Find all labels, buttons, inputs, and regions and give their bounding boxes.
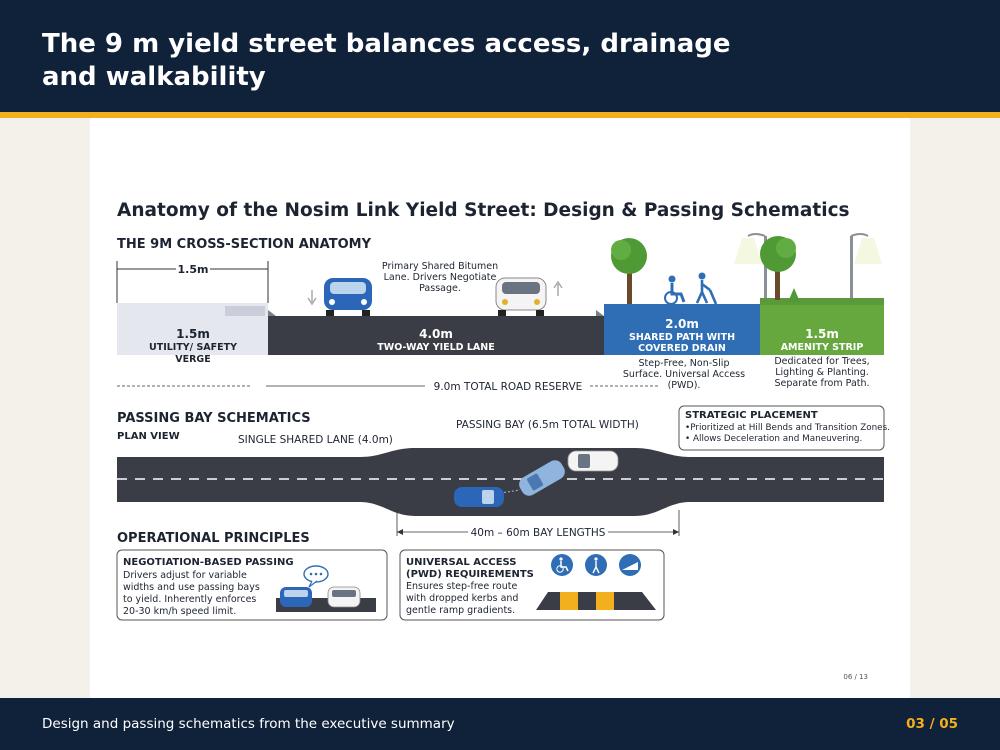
plan-view-label: PLAN VIEW [117,431,180,442]
svg-text:Step-Free, Non-Slip: Step-Free, Non-Slip [639,358,730,369]
svg-text:COVERED DRAIN: COVERED DRAIN [638,343,726,354]
streetlight-icon [734,233,767,298]
svg-text:(PWD).: (PWD). [668,380,701,391]
svg-text:1.5m: 1.5m [178,263,209,276]
svg-text:AMENITY STRIP: AMENITY STRIP [781,342,864,353]
road-plan [117,448,884,516]
lane-width-label: SINGLE SHARED LANE (4.0m) [238,434,393,446]
svg-text:gentle ramp gradients.: gentle ramp gradients. [406,605,515,616]
svg-text:STRATEGIC PLACEMENT: STRATEGIC PLACEMENT [685,410,818,421]
strategic-placement-box: STRATEGIC PLACEMENT •Prioritized at Hill… [678,405,890,451]
schematic-figure: Anatomy of the Nosim Link Yield Street: … [116,200,890,681]
bay-length-dimension: 40m – 60m BAY LENGTHS [396,510,680,539]
svg-text:4.0m: 4.0m [419,327,453,341]
amenity-strip-segment [760,304,884,355]
svg-text:40m – 60m BAY LENGTHS: 40m – 60m BAY LENGTHS [471,527,606,539]
shared-path-segment [604,304,760,355]
svg-text:Separate from Path.: Separate from Path. [774,378,869,389]
car-icon [495,277,547,316]
car-icon [567,450,619,472]
page-number: 03 / 05 [906,716,958,732]
svg-text:Dedicated for Trees,: Dedicated for Trees, [774,356,869,367]
bay-width-label: PASSING BAY (6.5m TOTAL WIDTH) [456,419,639,431]
svg-text:•Prioritized at Hill Bends and: •Prioritized at Hill Bends and Transitio… [685,423,890,433]
svg-text:NEGOTIATION-BASED PASSING: NEGOTIATION-BASED PASSING [123,557,294,568]
cross-section-heading: THE 9M CROSS-SECTION ANATOMY [117,237,372,252]
svg-text:TWO-WAY YIELD LANE: TWO-WAY YIELD LANE [377,342,494,353]
figure-page-mark: 06 / 13 [843,673,868,681]
streetlight-icon [850,233,882,298]
kerb-block [225,306,265,316]
svg-text:with dropped kerbs and: with dropped kerbs and [406,593,518,604]
svg-text:9.0m TOTAL ROAD RESERVE: 9.0m TOTAL ROAD RESERVE [434,381,583,393]
svg-text:Drivers adjust for variable: Drivers adjust for variable [123,570,247,581]
car-icon [519,460,565,496]
svg-text:20-30 km/h speed limit.: 20-30 km/h speed limit. [123,606,236,617]
svg-text:Passage.: Passage. [419,283,461,294]
svg-text:widths and use passing bays: widths and use passing bays [123,582,260,593]
tree-icon [611,238,647,304]
passing-heading: PASSING BAY SCHEMATICS [117,411,311,426]
amenity-note: Dedicated for Trees, Lighting & Planting… [774,356,869,389]
svg-text:Ensures step-free route: Ensures step-free route [406,581,517,592]
verge-dimension: 1.5m [116,261,269,303]
svg-text:1.5m: 1.5m [176,327,210,341]
svg-text:(PWD) REQUIREMENTS: (PWD) REQUIREMENTS [406,569,534,580]
svg-text:UNIVERSAL ACCESS: UNIVERSAL ACCESS [406,557,516,568]
accent-bar [0,112,1000,118]
path-note: Step-Free, Non-Slip Surface. Universal A… [623,358,745,391]
svg-text:2.0m: 2.0m [665,317,699,331]
segment-labels: 1.5m UTILITY/ SAFETY VERGE 4.0m TWO-WAY … [149,317,863,365]
car-icon [280,587,312,607]
negotiation-card: NEGOTIATION-BASED PASSING Drivers adjust… [116,549,388,621]
car-icon [327,586,361,608]
slide-footer: Design and passing schematics from the e… [0,698,1000,750]
svg-text:Lane. Drivers Negotiate: Lane. Drivers Negotiate [384,272,497,283]
ramp-icon [619,554,641,576]
lane-note: Primary Shared Bitumen Lane. Drivers Neg… [382,261,498,294]
figure-title: Anatomy of the Nosim Link Yield Street: … [117,200,850,221]
svg-text:Lighting & Planting.: Lighting & Planting. [775,367,869,378]
svg-text:1.5m: 1.5m [805,327,839,341]
tree-icon [760,236,800,302]
svg-text:Surface. Universal Access: Surface. Universal Access [623,369,745,380]
slide-title: The 9 m yield street balances access, dr… [42,29,731,92]
svg-text:Primary Shared Bitumen: Primary Shared Bitumen [382,261,498,272]
wheelchair-icon [664,275,686,305]
pedestrian-icon [585,554,607,576]
universal-access-card: UNIVERSAL ACCESS (PWD) REQUIREMENTS Ensu… [399,549,665,621]
yield-lane-segment [268,316,604,355]
principles-heading: OPERATIONAL PRINCIPLES [117,531,310,546]
wheelchair-icon [551,554,573,576]
car-icon [324,278,372,316]
svg-text:to yield. Inherently enforces: to yield. Inherently enforces [123,594,256,605]
footer-caption: Design and passing schematics from the e… [42,716,455,732]
slide-header: The 9 m yield street balances access, dr… [0,0,1000,112]
total-reserve-dimension: 9.0m TOTAL ROAD RESERVE [117,381,660,393]
svg-text:UTILITY/ SAFETY: UTILITY/ SAFETY [149,342,237,353]
svg-text:SHARED PATH WITH: SHARED PATH WITH [629,332,735,343]
figure-panel: Anatomy of the Nosim Link Yield Street: … [90,118,910,698]
car-icon [454,487,504,507]
speech-bubble-icon [303,565,329,588]
pedestrian-icon [695,272,718,305]
svg-text:• Allows Deceleration and Mane: • Allows Deceleration and Maneuvering. [685,434,862,444]
svg-text:VERGE: VERGE [175,354,210,365]
